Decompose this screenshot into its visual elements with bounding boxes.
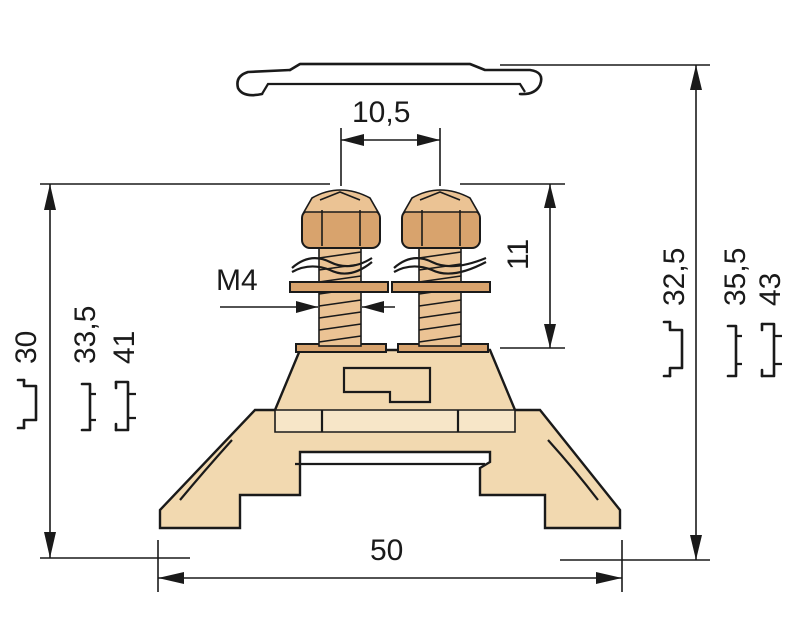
bolt-height-dimension <box>460 183 565 349</box>
right-height-label-2: 35,5 <box>719 248 752 306</box>
left-height-label-3: 41 <box>108 331 141 364</box>
right-height-label-1: 32,5 <box>658 248 691 306</box>
terminal-housing <box>158 348 622 530</box>
din-rail-deep-icon <box>114 380 136 432</box>
right-height-label-3: 43 <box>754 273 787 306</box>
top-rail-profile <box>236 62 543 97</box>
din-rail-g-icon <box>80 382 96 432</box>
width-dimension <box>157 540 623 592</box>
right-height-dimension <box>500 64 710 561</box>
bolt-height-label: 11 <box>502 239 535 270</box>
din-rail-flat-icon <box>16 378 38 430</box>
thread-callout <box>220 301 395 313</box>
left-height-label-2: 33,5 <box>69 306 102 364</box>
left-height-label-1: 30 <box>10 331 43 364</box>
din-rail-flat-icon-right <box>662 320 684 378</box>
width-label: 50 <box>370 534 403 567</box>
bolt-spacing-label: 10,5 <box>352 96 410 129</box>
din-rail-deep-icon-right <box>760 322 782 378</box>
thread-label: M4 <box>216 264 258 297</box>
left-height-dimension <box>40 183 330 559</box>
left-bolt <box>289 189 389 347</box>
right-bolt <box>391 189 491 347</box>
din-rail-g-icon-right <box>726 324 742 378</box>
bolt-spacing-dimension <box>340 128 441 186</box>
